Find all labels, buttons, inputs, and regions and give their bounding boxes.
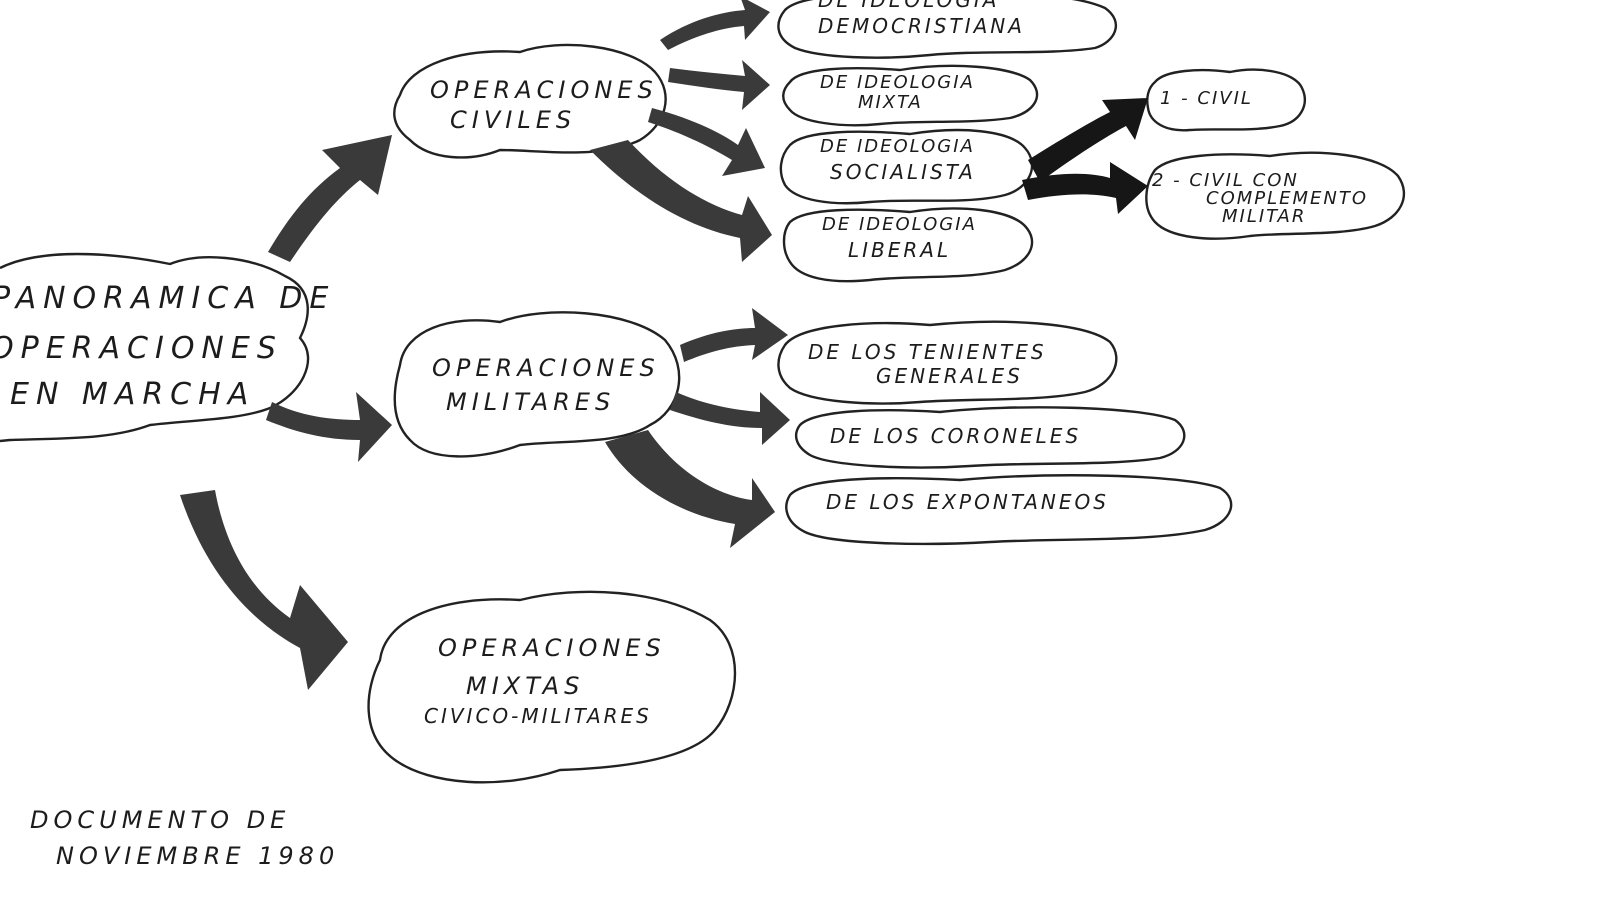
democristiana-cloud [777,0,1117,59]
arrow-socialista-civil [1028,98,1148,182]
arrow-root-civiles [268,135,392,262]
liberal-cloud [782,207,1034,283]
tenientes-line-2: GENERALES [876,364,1023,388]
arrow-civiles-mixta [668,60,770,110]
mixtas-cloud [367,590,737,784]
root-line-3: EN MARCHA [10,377,256,412]
socialista-line-2: SOCIALISTA [830,160,976,184]
civiles-line-2: CIVILES [450,106,577,134]
mixta-line-2: MIXTA [858,92,923,113]
arrow-root-militares [266,392,392,462]
expontaneos-cloud [785,474,1233,546]
arrow-militares-coroneles [670,392,790,445]
democristiana-line-2: DEMOCRISTIANA [818,14,1025,38]
coroneles-line-1: DE LOS CORONELES [830,424,1082,448]
document-date-line-1: DOCUMENTO DE [30,806,291,834]
socialista-cloud [779,128,1034,205]
root-line-1: PANORAMICA DE [0,281,336,316]
militares-line-2: MILITARES [446,388,616,416]
arrow-militares-tenientes [680,308,788,362]
arrow-civiles-democristiana [660,0,770,50]
militares-cloud [393,311,681,458]
civiles-line-1: OPERACIONES [430,76,658,104]
democristiana-line-1: DE IDEOLOGIA [818,0,1000,12]
socialista-line-1: DE IDEOLOGIA [820,136,975,157]
civil-militar-line-2: COMPLEMENTO [1206,188,1369,209]
arrow-root-mixtas [180,490,348,690]
arrow-militares-expontaneos [605,430,775,548]
arrow-socialista-civil-militar [1022,162,1148,214]
civil-line-1: 1 - CIVIL [1160,88,1253,109]
mixta-line-1: DE IDEOLOGIA [820,72,975,93]
tenientes-line-1: DE LOS TENIENTES [808,340,1047,364]
civil-militar-line-1: 2 - CIVIL CON [1152,170,1299,191]
militares-line-1: OPERACIONES [432,354,660,382]
mixtas-line-1: OPERACIONES [438,634,666,662]
civiles-cloud [393,43,667,159]
civil-cloud [1146,68,1306,132]
root-cloud [0,252,310,443]
tenientes-cloud [777,320,1118,405]
mixtas-line-2: MIXTAS [466,672,585,700]
mixtas-line-3: CIVICO-MILITARES [424,704,652,728]
expontaneos-line-1: DE LOS EXPONTANEOS [826,490,1109,514]
liberal-line-1: DE IDEOLOGIA [822,214,977,235]
root-line-2: OPERACIONES [0,331,283,366]
civil-militar-line-3: MILITAR [1222,206,1307,227]
civil-militar-cloud [1145,151,1406,240]
arrow-civiles-liberal [590,140,772,262]
arrow-civiles-socialista [648,108,765,176]
document-date-line-2: NOVIEMBRE 1980 [56,842,340,870]
liberal-line-2: LIBERAL [848,238,952,262]
coroneles-cloud [794,406,1186,469]
mixta-cloud [782,64,1039,127]
